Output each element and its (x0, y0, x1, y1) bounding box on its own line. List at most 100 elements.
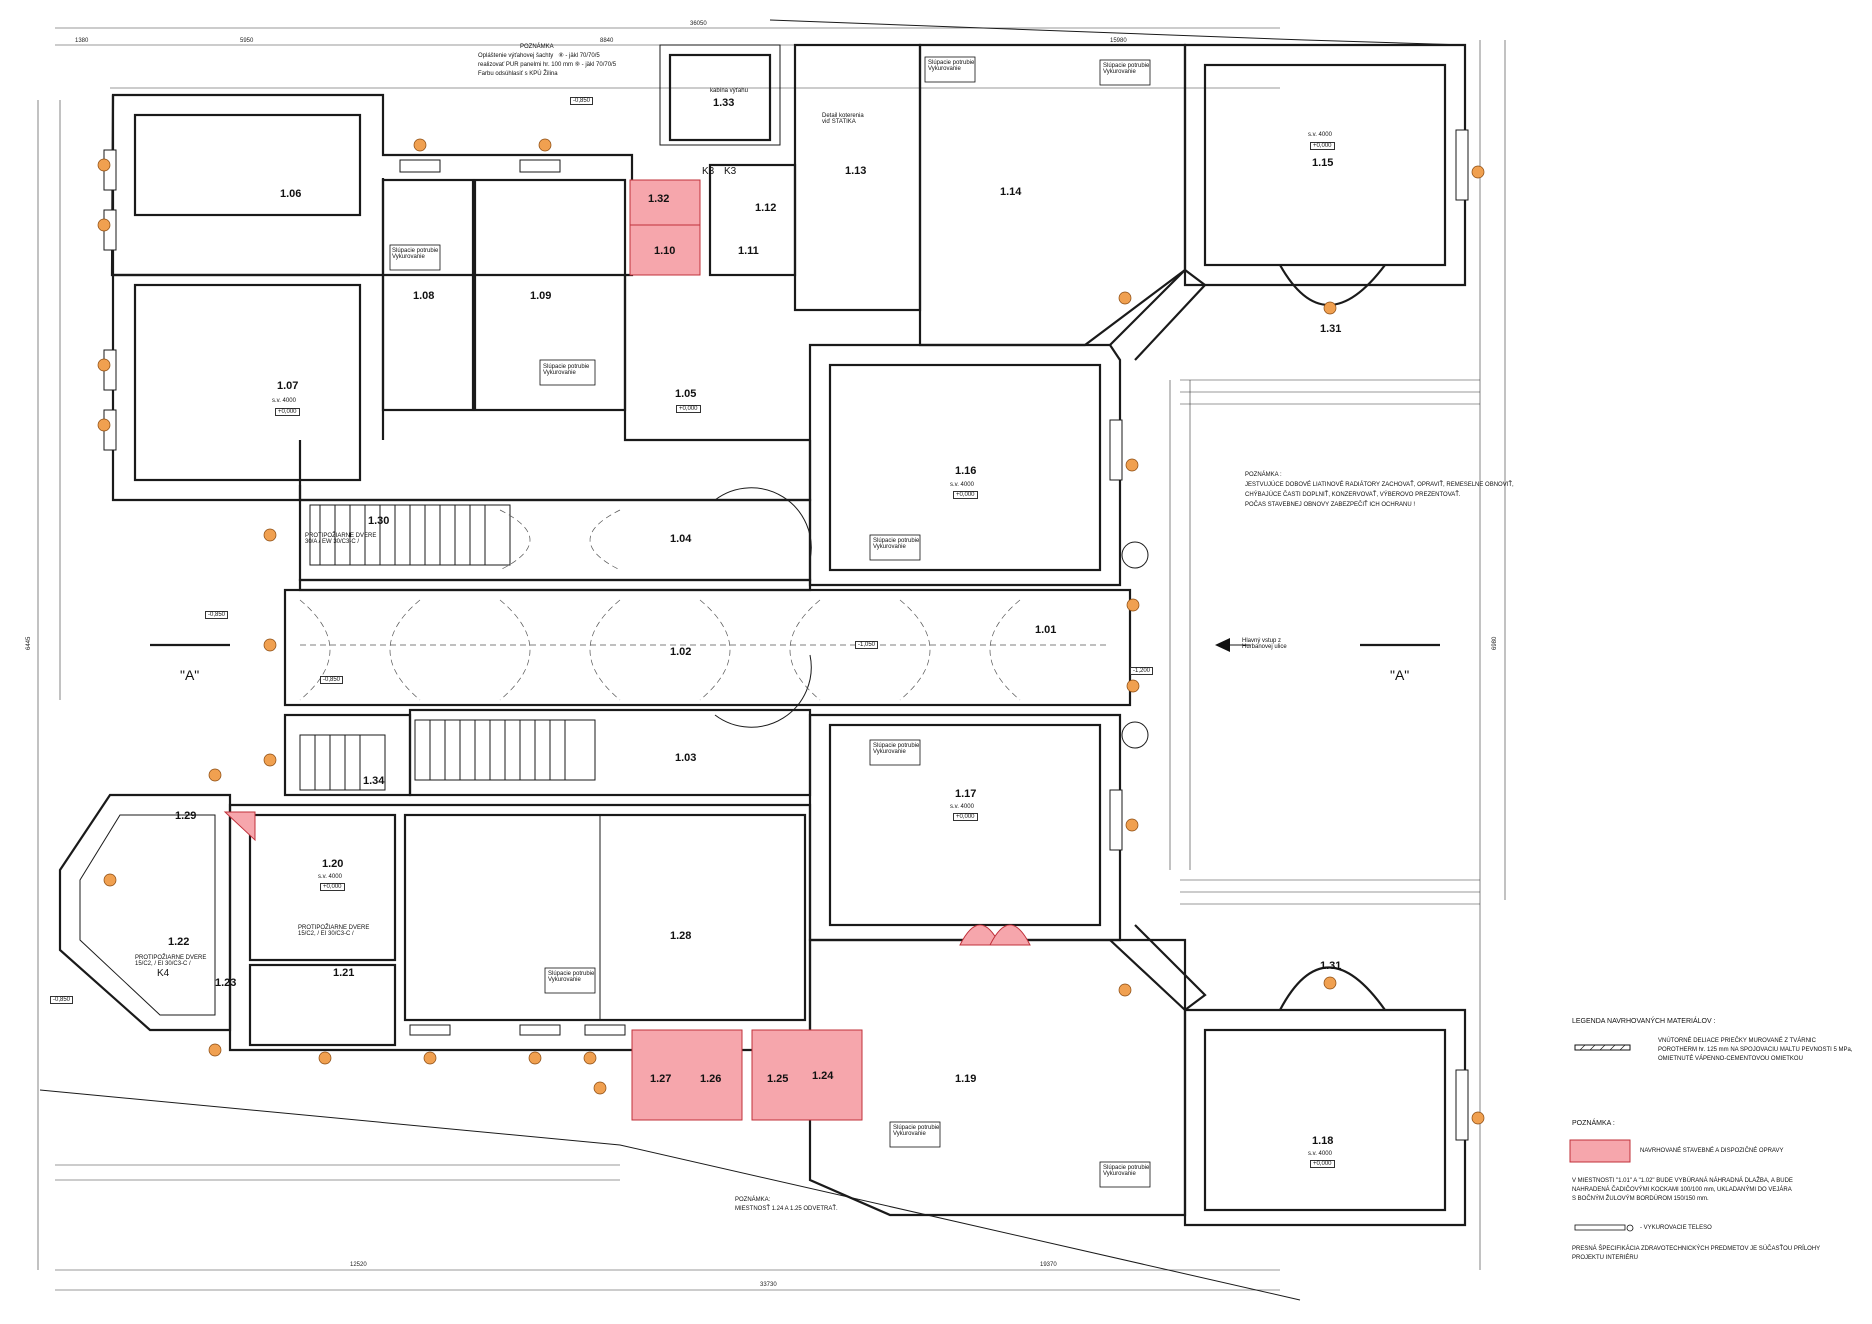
section-markers (150, 638, 1440, 652)
room-1-20-floor: s.v. 4000 (318, 874, 342, 880)
room-1-17-level: +0,000 (953, 813, 978, 821)
dim-bottom-total: 33730 (760, 1282, 777, 1288)
room-1-32: 1.32 (648, 193, 670, 205)
room-1-07-level: +0,000 (275, 408, 300, 416)
level-2: -0,850 (205, 611, 229, 619)
round-columns (1121, 541, 1149, 749)
room-1-12: 1.12 (755, 202, 777, 214)
dim-top-total: 36050 (690, 21, 707, 27)
dim-top-d: 15980 (1110, 38, 1127, 44)
room-1-09: 1.09 (530, 290, 552, 302)
room-1-01: 1.01 (1035, 624, 1057, 636)
room-1-18: 1.18 (1312, 1135, 1334, 1147)
legend-spec: PRESNÁ ŠPECIFIKÁCIA ZDRAVOTECHNICKÝCH PR… (1572, 1246, 1821, 1261)
level-1: -0,850 (570, 97, 594, 105)
legend-radiator: - VYKUROVACIE TELESO (1640, 1225, 1712, 1231)
room-1-05: 1.05 (675, 388, 697, 400)
room-1-31-bottom: 1.31 (1320, 960, 1342, 972)
dim-left-total: 6445 (26, 636, 32, 650)
k4-label: K4 (157, 968, 170, 979)
stairs (299, 487, 812, 791)
room-1-30: 1.30 (368, 515, 390, 527)
level-5: -0,850 (320, 676, 344, 684)
legend-notes: V MIESTNOSTI "1.01" A "1.02" BUDE VYBÚRA… (1572, 1178, 1793, 1202)
room-1-33: 1.33 (713, 97, 735, 109)
room-1-18-floor: s.v. 4000 (1308, 1151, 1332, 1157)
shaft-boxes (389, 56, 1151, 1188)
section-mark-right: "A" (1390, 667, 1410, 683)
legend-title: LEGENDA NAVRHOVANÝCH MATERIÁLOV : (1572, 1018, 1716, 1025)
room-1-28: 1.28 (670, 930, 692, 942)
room-1-27: 1.27 (650, 1073, 672, 1085)
markers (97, 138, 1485, 1125)
k3-label-2: K3 (724, 166, 737, 177)
room-1-31-top: 1.31 (1320, 323, 1342, 335)
room-1-04: 1.04 (670, 533, 692, 545)
level-3: -1,200 (1130, 667, 1154, 675)
room-1-29: 1.29 (175, 810, 197, 822)
room-1-07-floor: s.v. 4000 (272, 398, 296, 404)
room-1-20: 1.20 (322, 858, 344, 870)
room-1-15-floor: s.v. 4000 (1308, 132, 1332, 138)
dim-top-c: 8840 (600, 38, 614, 44)
room-1-07: 1.07 (277, 380, 299, 392)
room-1-18-level: +0,000 (1310, 1160, 1335, 1168)
mid-note: POZNÁMKA : JESTVUJÚCE DOBOVÉ LIATINOVÉ R… (1245, 472, 1514, 508)
vault-lines (299, 509, 1110, 701)
room-1-11: 1.11 (738, 245, 759, 257)
room-1-02: 1.02 (670, 646, 692, 658)
room-1-16-level: +0,000 (953, 491, 978, 499)
legend-item-1: VNÚTORNÉ DELIACE PRIEČKY MUROVANÉ Z TVÁR… (1658, 1038, 1853, 1062)
dim-top-a: 5950 (240, 38, 254, 44)
windows (103, 129, 1469, 1141)
room-1-14: 1.14 (1000, 186, 1022, 198)
room-1-13: 1.13 (845, 165, 867, 177)
room-1-34: 1.34 (363, 775, 385, 787)
top-note: POZNÁMKA Opláštenie výťahovej šachty ⑧ -… (478, 44, 617, 77)
room-1-20-level: +0,000 (320, 883, 345, 891)
dimension-lines-top (37, 27, 1506, 1291)
dim-top-b: 1380 (75, 38, 89, 44)
renovation-areas (223, 179, 1031, 1121)
room-1-16: 1.16 (955, 465, 977, 477)
room-1-08: 1.08 (413, 290, 435, 302)
legend-swatches (1569, 1044, 1634, 1232)
room-1-17-floor: s.v. 4000 (950, 804, 974, 810)
level-4: -1,050 (855, 641, 879, 649)
room-1-17: 1.17 (955, 788, 977, 800)
bottom-note: POZNÁMKA:MIESTNOSŤ 1.24 A 1.25 ODVETRAŤ. (735, 1197, 838, 1212)
room-1-23: 1.23 (215, 977, 237, 989)
dim-right-total: 6980 (1492, 636, 1498, 650)
lift-label: kabína výťahu (710, 88, 748, 94)
section-mark-left: "A" (180, 667, 200, 683)
room-1-10: 1.10 (654, 245, 676, 257)
room-1-03: 1.03 (675, 752, 697, 764)
legend-red-text: NAVRHOVANÉ STAVEBNÉ A DISPOZIČNÉ OPRAVY (1640, 1148, 1784, 1154)
room-1-15: 1.15 (1312, 157, 1334, 169)
dim-bot-b: 19370 (1040, 1262, 1057, 1268)
room-1-15-level: +0,000 (1310, 142, 1335, 150)
room-1-06: 1.06 (280, 188, 302, 200)
room-1-19: 1.19 (955, 1073, 977, 1085)
room-1-26: 1.26 (700, 1073, 722, 1085)
legend-note-title: POZNÁMKA : (1572, 1120, 1615, 1127)
level-6: -0,850 (50, 996, 74, 1004)
room-1-21: 1.21 (333, 967, 355, 979)
room-1-25: 1.25 (767, 1073, 789, 1085)
k3-label-1: K3 (702, 166, 715, 177)
room-1-05-level: +0,000 (676, 405, 701, 413)
